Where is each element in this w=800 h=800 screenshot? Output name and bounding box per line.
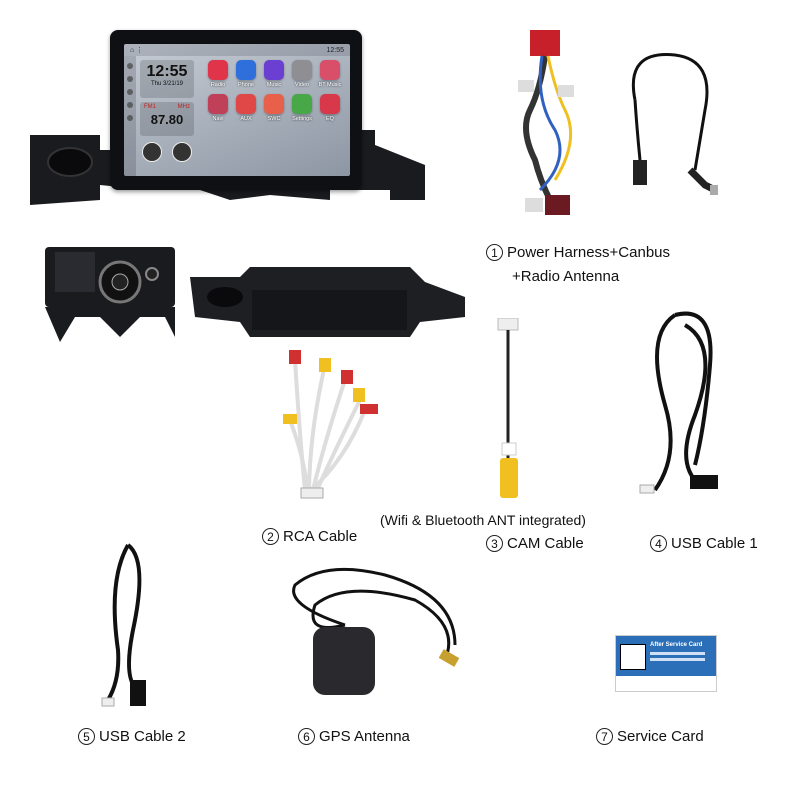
clock-date: Thu 3/21/19 xyxy=(150,81,184,87)
app-aux[interactable]: AUX xyxy=(232,94,260,122)
side-control-column xyxy=(124,56,136,176)
app-video[interactable]: Video xyxy=(288,60,316,88)
item-3-number: 3 xyxy=(486,535,503,552)
app-navi[interactable]: Navi xyxy=(204,94,232,122)
app-label: Phone xyxy=(238,82,254,88)
app-swc[interactable]: SWC xyxy=(260,94,288,122)
item-6-text: GPS Antenna xyxy=(319,728,410,745)
item-7-text: Service Card xyxy=(617,728,704,745)
home-icon[interactable]: ⌂ ⋮ xyxy=(130,47,144,54)
app-label: SWC xyxy=(267,116,281,122)
app-label: BT Music xyxy=(318,82,342,88)
item-7-label: 7 Service Card xyxy=(596,728,704,745)
status-bar: ⌂ ⋮ 12:55 xyxy=(124,44,350,56)
item-2-label: 2 RCA Cable xyxy=(262,528,357,545)
radio-antenna-adapter-image xyxy=(631,53,718,195)
item-1-label: 1 Power Harness+Canbus xyxy=(486,244,670,261)
app-bt-music-icon xyxy=(320,60,340,80)
climate-control-panel xyxy=(45,247,175,342)
clock-widget[interactable]: 12:55 Thu 3/21/19 xyxy=(140,60,194,98)
service-card-image: After Service Card xyxy=(615,635,717,692)
app-label: Radio xyxy=(210,82,226,88)
wifi-bluetooth-note: (Wifi & Bluetooth ANT integrated) xyxy=(380,512,586,528)
app-music[interactable]: Music xyxy=(260,60,288,88)
clock-time: 12:55 xyxy=(146,63,188,80)
app-video-icon xyxy=(292,60,312,80)
item-2-text: RCA Cable xyxy=(283,528,358,545)
app-settings[interactable]: Settings xyxy=(288,94,316,122)
item-1-text: Power Harness+Canbus xyxy=(507,244,671,261)
car-icon[interactable] xyxy=(142,142,162,162)
app-label: Navi xyxy=(212,116,224,122)
item-5-text: USB Cable 2 xyxy=(99,728,186,745)
usb-cable-1-image xyxy=(639,311,718,494)
apps-icon[interactable] xyxy=(172,142,192,162)
item-1-label-line2: +Radio Antenna xyxy=(512,268,620,285)
item-4-label: 4 USB Cable 1 xyxy=(650,535,758,552)
app-label: AUX xyxy=(240,116,252,122)
item-5-label: 5 USB Cable 2 xyxy=(78,728,186,745)
rca-cable-image xyxy=(283,350,378,499)
app-radio[interactable]: Radio xyxy=(204,60,232,88)
status-time: 12:55 xyxy=(326,46,344,54)
radio-widget[interactable]: FM1 MHz 87.80 xyxy=(140,102,194,136)
app-music-icon xyxy=(264,60,284,80)
app-swc-icon xyxy=(264,94,284,114)
cam-cable-image xyxy=(497,318,519,498)
service-card-title: After Service Card xyxy=(650,642,703,648)
gps-antenna-image xyxy=(292,567,460,695)
app-eq-icon xyxy=(320,94,340,114)
dash-trim-frame xyxy=(190,267,465,337)
usb-cable-2-image xyxy=(101,543,146,707)
item-2-number: 2 xyxy=(262,528,279,545)
app-radio-icon xyxy=(208,60,228,80)
qr-code-icon xyxy=(620,644,646,670)
app-phone-icon xyxy=(236,60,256,80)
radio-unit: MHz xyxy=(177,104,190,110)
head-unit: ⌂ ⋮ 12:55 12:55 Thu 3/21/19 FM1 MHz 87.8… xyxy=(110,30,362,190)
item-1-number: 1 xyxy=(486,244,503,261)
head-unit-display: ⌂ ⋮ 12:55 12:55 Thu 3/21/19 FM1 MHz 87.8… xyxy=(124,44,350,176)
app-label: Video xyxy=(295,82,309,88)
app-label: Settings xyxy=(292,116,312,122)
app-navi-icon xyxy=(208,94,228,114)
item-6-number: 6 xyxy=(298,728,315,745)
app-phone[interactable]: Phone xyxy=(232,60,260,88)
item-5-number: 5 xyxy=(78,728,95,745)
radio-band: FM1 xyxy=(144,104,156,110)
item-7-number: 7 xyxy=(596,728,613,745)
item-3-text: CAM Cable xyxy=(507,535,584,552)
app-label: EQ xyxy=(326,116,334,122)
app-settings-icon xyxy=(292,94,312,114)
power-harness-image xyxy=(518,30,574,215)
radio-frequency: 87.80 xyxy=(150,112,184,127)
item-3-label: 3 CAM Cable xyxy=(486,535,584,552)
app-eq[interactable]: EQ xyxy=(316,94,344,122)
item-6-label: 6 GPS Antenna xyxy=(298,728,410,745)
item-4-number: 4 xyxy=(650,535,667,552)
app-bt-music[interactable]: BT Music xyxy=(316,60,344,88)
app-label: Music xyxy=(266,82,282,88)
app-aux-icon xyxy=(236,94,256,114)
item-4-text: USB Cable 1 xyxy=(671,535,758,552)
